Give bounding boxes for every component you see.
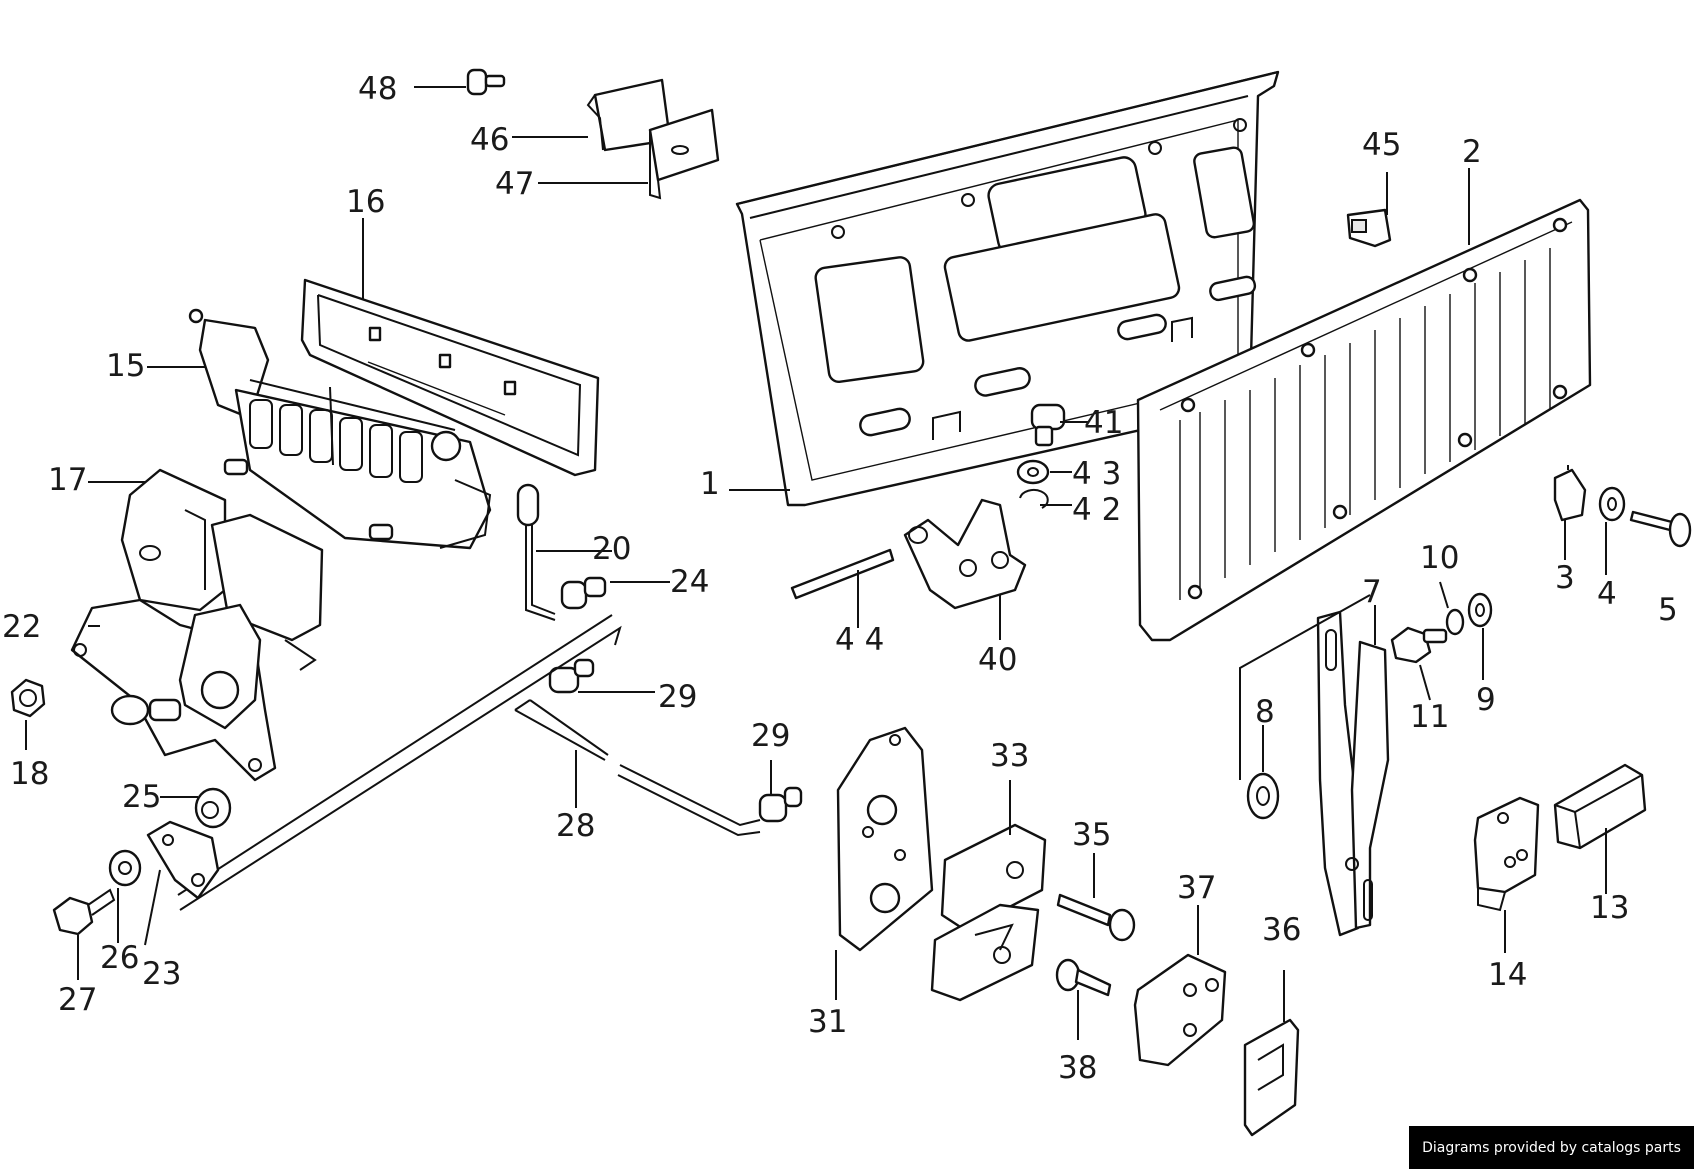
part-label-26: 26 xyxy=(100,940,139,976)
part-label-1: 1 xyxy=(700,466,720,502)
part-24-clip xyxy=(560,576,607,610)
credit-banner: Diagrams provided by catalogs parts xyxy=(1409,1126,1694,1169)
part-label-9: 9 xyxy=(1476,682,1496,718)
part-label-22: 22 xyxy=(2,609,41,645)
part-2-tailgate-outer-panel xyxy=(1136,198,1592,642)
part-15-handle-assembly xyxy=(188,308,492,550)
part-20-rod xyxy=(516,483,556,621)
part-23-bracket xyxy=(146,820,220,900)
part-label-29a: 29 xyxy=(658,679,697,715)
part-label-47: 47 xyxy=(495,166,534,202)
part-label-43: 4 3 xyxy=(1072,456,1121,492)
part-label-13: 13 xyxy=(1590,890,1629,926)
part-45-clip xyxy=(1346,208,1392,248)
part-label-23: 23 xyxy=(142,956,181,992)
long-rod-main xyxy=(177,614,622,911)
part-label-42: 4 2 xyxy=(1072,492,1121,528)
part-33-latch-block xyxy=(930,823,1047,1002)
part-41-bolt xyxy=(1030,403,1066,447)
part-label-31: 31 xyxy=(808,1004,847,1040)
part-14-bumper-bracket xyxy=(1473,796,1540,912)
part-3-clip xyxy=(1553,465,1587,528)
part-8-washer xyxy=(1246,772,1280,820)
part-label-15: 15 xyxy=(106,348,145,384)
leader-lines xyxy=(25,86,1607,1040)
part-label-37: 37 xyxy=(1177,870,1216,906)
part-label-38: 38 xyxy=(1058,1050,1097,1086)
part-label-29b: 29 xyxy=(751,718,790,754)
part-label-25: 25 xyxy=(122,779,161,815)
credit-text: Diagrams provided by catalogs parts xyxy=(1422,1139,1681,1156)
part-label-45: 45 xyxy=(1362,127,1401,163)
part-16-handle-cover xyxy=(300,278,600,477)
part-label-14: 14 xyxy=(1488,957,1527,993)
part-43-washer xyxy=(1016,459,1050,485)
part-label-17: 17 xyxy=(48,462,87,498)
part-label-27: 27 xyxy=(58,982,97,1018)
part-label-11: 11 xyxy=(1410,699,1449,735)
part-25-bushing xyxy=(194,787,232,829)
part-label-35: 35 xyxy=(1072,817,1111,853)
part-36-shim xyxy=(1243,1018,1300,1137)
part-27-bolt xyxy=(52,888,116,936)
part-label-18: 18 xyxy=(10,756,49,792)
part-label-7: 7 xyxy=(1362,574,1382,610)
part-38-screw xyxy=(1055,958,1112,997)
part-10-washer xyxy=(1445,608,1465,636)
part-label-33: 33 xyxy=(990,738,1029,774)
part-48-bolt xyxy=(466,68,506,96)
part-22-lever-plate xyxy=(70,598,317,782)
part-label-8: 8 xyxy=(1255,694,1275,730)
part-11-bolt xyxy=(1390,626,1448,664)
part-label-24: 24 xyxy=(670,564,709,600)
part-label-2: 2 xyxy=(1462,134,1482,170)
part-label-28: 28 xyxy=(556,808,595,844)
part-35-screw xyxy=(1056,893,1136,942)
part-label-41: 41 xyxy=(1084,405,1123,441)
part-7-link-arm xyxy=(1316,610,1390,937)
part-label-10: 10 xyxy=(1420,540,1459,576)
part-18-nut xyxy=(10,678,46,718)
part-labels: 48 46 47 16 15 17 22 18 25 23 26 27 20 2… xyxy=(2,71,1678,1086)
part-26-washer xyxy=(108,849,142,887)
part-label-48: 48 xyxy=(358,71,397,107)
part-40-hinge xyxy=(903,498,1027,610)
part-label-5: 5 xyxy=(1658,592,1678,628)
part-label-16: 16 xyxy=(346,184,385,220)
part-label-20: 20 xyxy=(592,531,631,567)
part-label-44: 4 4 xyxy=(835,622,884,658)
part-13-bumper-pad xyxy=(1553,763,1647,850)
part-label-4: 4 xyxy=(1597,576,1617,612)
part-label-46: 46 xyxy=(470,122,509,158)
part-4-washer xyxy=(1598,486,1626,522)
part-label-3: 3 xyxy=(1555,560,1575,596)
part-28-rod xyxy=(514,699,761,837)
part-label-40: 40 xyxy=(978,642,1017,678)
part-29-clip-a xyxy=(548,658,595,694)
part-44-pin xyxy=(790,548,895,600)
part-label-36: 36 xyxy=(1262,912,1301,948)
part-5-bolt xyxy=(1629,510,1692,548)
part-29-clip-b xyxy=(758,786,803,823)
part-47-bracket xyxy=(648,108,720,200)
part-37-bracket xyxy=(1133,953,1227,1067)
part-9-washer xyxy=(1467,592,1493,628)
part-31-striker-plate xyxy=(836,726,934,952)
